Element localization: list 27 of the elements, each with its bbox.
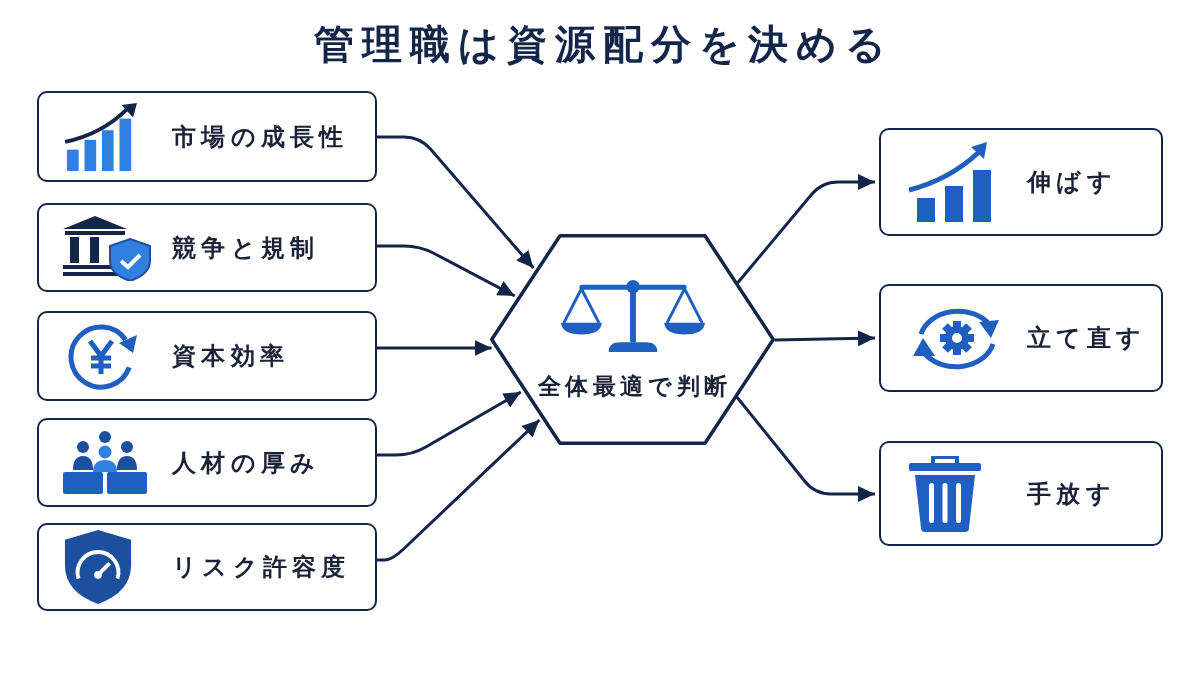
factor-box bbox=[37, 311, 377, 401]
factor-box bbox=[879, 284, 1163, 392]
box-label: 競争と規制 bbox=[172, 232, 321, 264]
factor-box bbox=[37, 203, 377, 292]
factor-box bbox=[37, 523, 377, 611]
box-label: 市場の成長性 bbox=[172, 121, 350, 153]
arrow bbox=[377, 244, 516, 298]
box-label: 立て直す bbox=[1027, 323, 1148, 354]
arrow bbox=[735, 396, 875, 502]
factor-box bbox=[879, 441, 1163, 546]
diagram-title: 管理職は資源配分を決める bbox=[313, 20, 894, 69]
node-label: 全体最適で判断 bbox=[536, 371, 732, 401]
box-label: 伸ばす bbox=[1027, 167, 1118, 198]
arrow bbox=[377, 390, 522, 457]
arrow bbox=[377, 418, 541, 562]
arrow bbox=[377, 135, 535, 269]
factor-box bbox=[879, 128, 1163, 236]
factor-box bbox=[37, 418, 377, 507]
box-label: 資本効率 bbox=[172, 341, 291, 372]
decision-hexagon bbox=[490, 234, 775, 445]
box-label: 人材の厚み bbox=[172, 447, 322, 479]
box-label: 手放す bbox=[1027, 478, 1117, 510]
box-label: リスク許容度 bbox=[172, 552, 352, 583]
arrow bbox=[736, 174, 875, 284]
factor-box bbox=[37, 91, 377, 182]
arrow bbox=[774, 330, 876, 347]
arrow bbox=[377, 340, 492, 356]
